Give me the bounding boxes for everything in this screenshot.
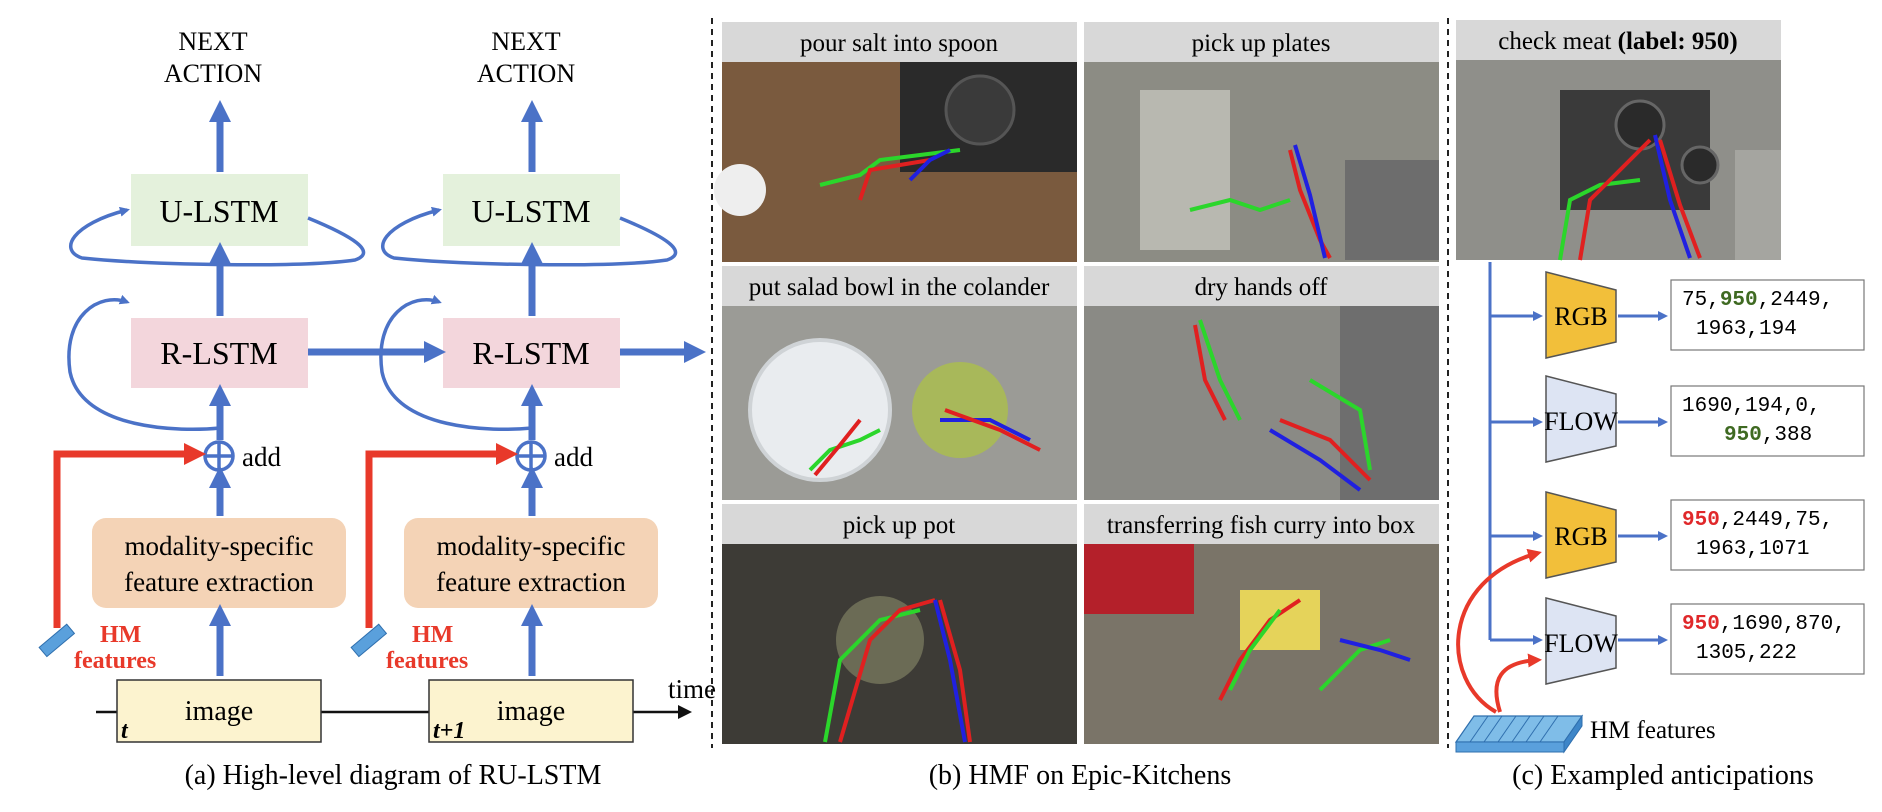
rlstm-label: R-LSTM [160, 335, 277, 371]
feature-line1: modality-specific [125, 531, 314, 561]
flow-label: FLOW [1544, 407, 1618, 436]
prediction-box-2 [1670, 385, 1865, 457]
panel-c-header [1456, 20, 1781, 60]
hm-label-line2: features [74, 648, 156, 674]
hm-label-line1: HM [412, 622, 453, 648]
prediction-line1: 950,1690,870, [1682, 613, 1846, 636]
tile-label: pick up pot [843, 512, 956, 539]
next-action-line2: ACTION [164, 59, 262, 88]
caption-c: (c) Exampled anticipations [1512, 760, 1814, 791]
hm-feature-icon [350, 623, 388, 658]
image-label: image [185, 696, 253, 727]
caption-a: (a) High-level diagram of RU-LSTM [185, 760, 602, 791]
prediction-line1: 1690,194,0, [1682, 395, 1821, 418]
tile-5: pick up pot [722, 504, 1077, 744]
image-label: image [497, 696, 565, 727]
column-t: NEXT ACTION U-LSTM R-LSTM add modality-s… [38, 27, 366, 744]
prediction-box-1 [1670, 279, 1865, 351]
rgb-encoder-2 [1545, 491, 1617, 579]
next-action-line1: NEXT [178, 27, 247, 56]
hm-feature-icon [38, 623, 76, 658]
next-action-line1: NEXT [491, 27, 560, 56]
tile-3: put salad bowl in the colander [722, 266, 1077, 500]
hm-features-label: HM features [1590, 717, 1716, 744]
hm-arrow [53, 443, 206, 628]
tile-4: dry hands off [1084, 266, 1439, 500]
flow-label: FLOW [1544, 629, 1618, 658]
prediction-line2: 1305,222 [1696, 642, 1797, 665]
feature-extraction-box [404, 518, 658, 608]
hm-curve-to-rgb [1456, 548, 1542, 714]
rgb-label: RGB [1554, 302, 1607, 331]
rlstm-recurrent-loop [67, 294, 221, 432]
ulstm-box [443, 174, 620, 246]
panel-b-image-grid: pour salt into spoon pick up plates put … [714, 22, 1439, 791]
tile-label: transferring fish curry into box [1107, 512, 1416, 539]
hm-label-line2: features [386, 648, 468, 674]
add-label: add [242, 442, 281, 472]
tile-1: pour salt into spoon [714, 22, 1077, 262]
panel-a-diagram: time NEXT ACTION U-LSTM R-LSTM add modal… [38, 27, 716, 791]
rlstm-box [443, 318, 620, 388]
hm-curve-to-flow [1494, 653, 1542, 713]
flow-encoder-2 [1545, 597, 1617, 685]
tile-label: pour salt into spoon [800, 30, 998, 57]
image-box [428, 679, 634, 743]
feature-line2: feature extraction [124, 567, 314, 597]
hm-arrow [365, 443, 518, 628]
tile-label: pick up plates [1192, 30, 1331, 57]
feature-line2: feature extraction [436, 567, 626, 597]
caption-b: (b) HMF on Epic-Kitchens [929, 760, 1232, 791]
hm-label-line1: HM [100, 622, 141, 648]
tile-label: put salad bowl in the colander [749, 274, 1050, 301]
flow-encoder-1 [1545, 375, 1617, 463]
prediction-box-4 [1670, 603, 1865, 675]
tile-6: transferring fish curry into box [1084, 504, 1439, 744]
rgb-label: RGB [1554, 522, 1607, 551]
ulstm-label: U-LSTM [471, 193, 590, 229]
hm-features-bar [1454, 714, 1584, 754]
prediction-line2: 1963,1071 [1696, 538, 1809, 561]
tile-2: pick up plates [1084, 22, 1439, 262]
prediction-line1: 75,950,2449, [1682, 289, 1833, 312]
image-box [116, 679, 322, 743]
panel-c-anticipations: check meat (label: 950) RGB 75,950,2449,… [1454, 20, 1865, 791]
feature-line1: modality-specific [437, 531, 626, 561]
prediction-box-3 [1670, 499, 1865, 571]
rgb-encoder-1 [1545, 271, 1617, 359]
rlstm-label: R-LSTM [472, 335, 589, 371]
tile-label: dry hands off [1195, 274, 1329, 301]
add-label: add [554, 442, 593, 472]
ulstm-box [131, 174, 308, 246]
prediction-line2: 950,388 [1724, 424, 1812, 447]
prediction-line1: 950,2449,75, [1682, 509, 1833, 532]
next-action-line2: ACTION [477, 59, 575, 88]
column-t-plus-1: NEXT ACTION U-LSTM R-LSTM add modality-s… [350, 27, 678, 744]
rlstm-box [131, 318, 308, 388]
prediction-line2: 1963,194 [1696, 318, 1797, 341]
feature-extraction-box [92, 518, 346, 608]
time-t-label: t [121, 718, 129, 744]
ulstm-label: U-LSTM [159, 193, 278, 229]
time-t-plus-1-label: t+1 [433, 718, 465, 744]
panel-c-header-text: check meat (label: 950) [1498, 28, 1738, 55]
time-label: time [668, 674, 716, 704]
rlstm-recurrent-loop [379, 294, 533, 432]
